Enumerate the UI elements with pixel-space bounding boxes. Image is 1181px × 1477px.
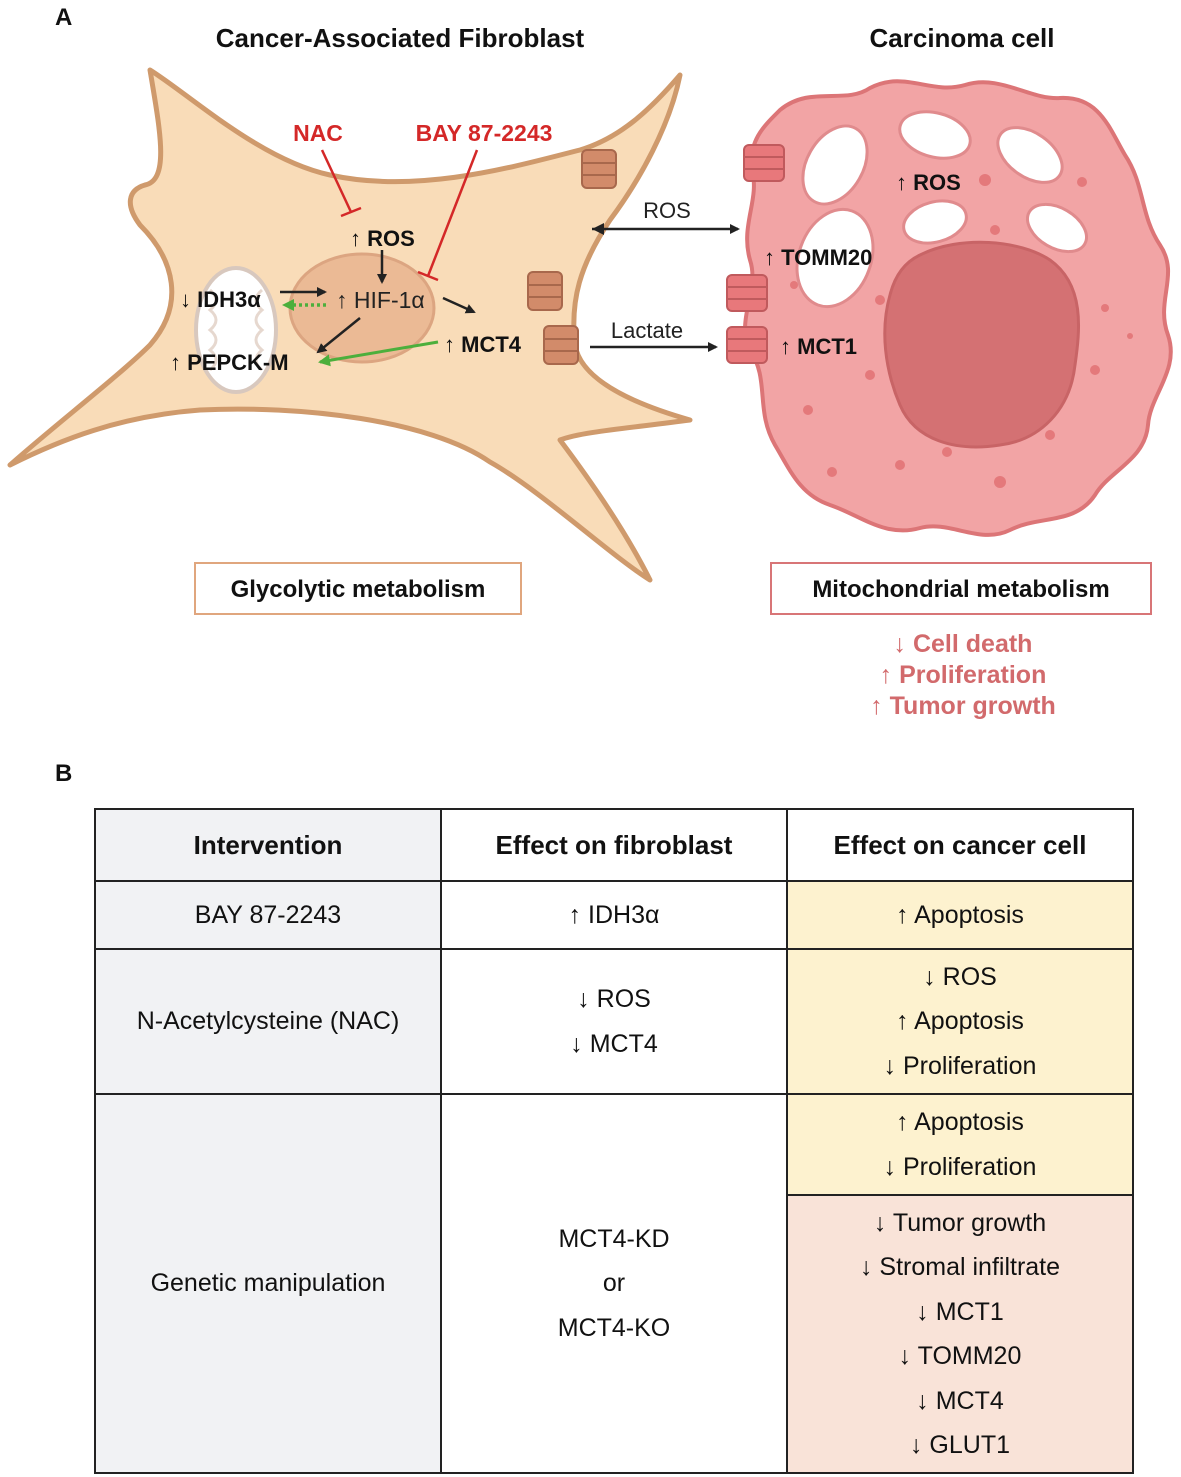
can-nac-line-3: ↓ Proliferation bbox=[883, 1051, 1037, 1080]
carcinoma-title: Carcinoma cell bbox=[870, 23, 1055, 53]
fibroblast-title: Cancer-Associated Fibroblast bbox=[216, 23, 585, 53]
table-row-genetic-b: ↓ Tumor growth ↓ Stromal infiltrate ↓ MC… bbox=[95, 1194, 1134, 1474]
fib-mct4-label: ↑ MCT4 bbox=[444, 332, 522, 357]
nac-label: NAC bbox=[293, 120, 343, 146]
cell-cancer-bay: ↑ Apoptosis bbox=[786, 880, 1134, 950]
fib-gen-line-2: or bbox=[602, 1269, 626, 1298]
can-gen-a-line-1: ↑ Apoptosis bbox=[896, 1108, 1024, 1136]
cell-intervention-nac: N-Acetylcysteine (NAC) bbox=[94, 948, 442, 1095]
can-gen-a-line-2: ↓ Proliferation bbox=[883, 1152, 1037, 1181]
can-gen-b-line-4: ↓ TOMM20 bbox=[898, 1342, 1022, 1370]
glycolytic-box bbox=[194, 562, 522, 615]
ros-exchange-label: ROS bbox=[643, 198, 691, 223]
panel-b-label: B bbox=[55, 760, 73, 787]
fib-gen-line-1: MCT4-KD bbox=[558, 1224, 670, 1253]
mito-box bbox=[770, 562, 1152, 615]
fib-nac-line-2: ↓ MCT4 bbox=[570, 1029, 658, 1058]
table-row-genetic-a: Genetic manipulation MCT4-KD or MCT4-KO … bbox=[94, 1093, 1134, 1474]
cell-intervention-genetic: Genetic manipulation bbox=[94, 1093, 442, 1474]
cell-cancer-nac: ↓ ROS ↑ Apoptosis ↓ Proliferation bbox=[786, 948, 1134, 1095]
table-header-row: Intervention Effect on fibroblast Effect… bbox=[94, 808, 1134, 882]
mct1-label: ↑ MCT1 bbox=[780, 334, 857, 359]
cell-fibroblast-genetic: MCT4-KD or MCT4-KO bbox=[440, 1093, 788, 1474]
intervention-table: Intervention Effect on fibroblast Effect… bbox=[94, 808, 1134, 1474]
pepck-label: ↑ PEPCK-M bbox=[170, 350, 289, 375]
car-ros-label: ↑ ROS bbox=[896, 170, 961, 195]
fibroblast-channel-top bbox=[581, 149, 617, 189]
glycolytic-label: Glycolytic metabolism bbox=[231, 576, 486, 603]
can-gen-b-line-6: ↓ GLUT1 bbox=[909, 1431, 1011, 1459]
carcinoma-channel-top bbox=[743, 144, 785, 182]
can-gen-b-line-3: ↓ MCT1 bbox=[916, 1297, 1004, 1326]
header-cancer: Effect on cancer cell bbox=[786, 808, 1134, 882]
mito-label: Mitochondrial metabolism bbox=[812, 576, 1109, 603]
carcinoma-channel-middle bbox=[726, 274, 768, 312]
panel-a-label: A bbox=[55, 4, 73, 31]
table-row-nac: N-Acetylcysteine (NAC) ↓ ROS ↓ MCT4 ↓ RO… bbox=[94, 948, 1134, 1095]
fib-nac-line-1: ↓ ROS bbox=[577, 985, 651, 1013]
hif1a-label: ↑ HIF-1α bbox=[336, 287, 425, 313]
lactate-label: Lactate bbox=[611, 318, 683, 343]
carcinoma-granules bbox=[790, 174, 1133, 488]
green-arrow bbox=[318, 340, 439, 367]
fib-ros-label: ↑ ROS bbox=[350, 226, 415, 251]
cell-fibroblast-nac: ↓ ROS ↓ MCT4 bbox=[440, 948, 788, 1095]
fibroblast-pathway-arrows bbox=[280, 250, 476, 354]
header-intervention: Intervention bbox=[94, 808, 442, 882]
outcome-proliferation: ↑ Proliferation bbox=[880, 661, 1047, 689]
cell-intervention-bay: BAY 87-2243 bbox=[94, 880, 442, 950]
cell-cancer-genetic-a: ↑ Apoptosis ↓ Proliferation bbox=[786, 1093, 1134, 1196]
fibroblast-channel-middle bbox=[527, 271, 563, 311]
cell-fibroblast-bay: ↑ IDH3α bbox=[440, 880, 788, 950]
carcinoma-mitochondria bbox=[795, 110, 1088, 309]
table-row-bay: BAY 87-2243 ↑ IDH3α ↑ Apoptosis bbox=[94, 880, 1134, 950]
tomm20-label: ↑ TOMM20 bbox=[764, 245, 872, 270]
fibroblast-mitochondrion bbox=[194, 266, 278, 394]
carcinoma-nucleus bbox=[883, 240, 1081, 449]
header-fibroblast: Effect on fibroblast bbox=[440, 808, 788, 882]
carcinoma-channel-bottom bbox=[726, 326, 768, 364]
can-gen-b-line-1: ↓ Tumor growth bbox=[873, 1208, 1047, 1237]
outcome-cell-death: ↓ Cell death bbox=[894, 630, 1033, 658]
fibroblast-channel-bottom bbox=[543, 325, 579, 365]
cell-interaction-diagram: Cancer-Associated Fibroblast Carcinoma c… bbox=[7, 23, 1173, 720]
can-nac-line-1: ↓ ROS bbox=[923, 962, 997, 991]
idh3a-label: ↓ IDH3α bbox=[180, 287, 261, 312]
can-nac-line-2: ↑ Apoptosis bbox=[896, 1007, 1024, 1036]
outcome-tumor-growth: ↑ Tumor growth bbox=[870, 692, 1056, 720]
cell-cancer-genetic-b: ↓ Tumor growth ↓ Stromal infiltrate ↓ MC… bbox=[786, 1194, 1134, 1474]
inhibition-lines bbox=[320, 149, 479, 282]
bay-label: BAY 87-2243 bbox=[416, 120, 553, 146]
fib-gen-line-3: MCT4-KO bbox=[557, 1313, 671, 1342]
can-gen-b-line-2: ↓ Stromal infiltrate bbox=[859, 1253, 1061, 1281]
can-gen-b-line-5: ↓ MCT4 bbox=[916, 1386, 1004, 1415]
